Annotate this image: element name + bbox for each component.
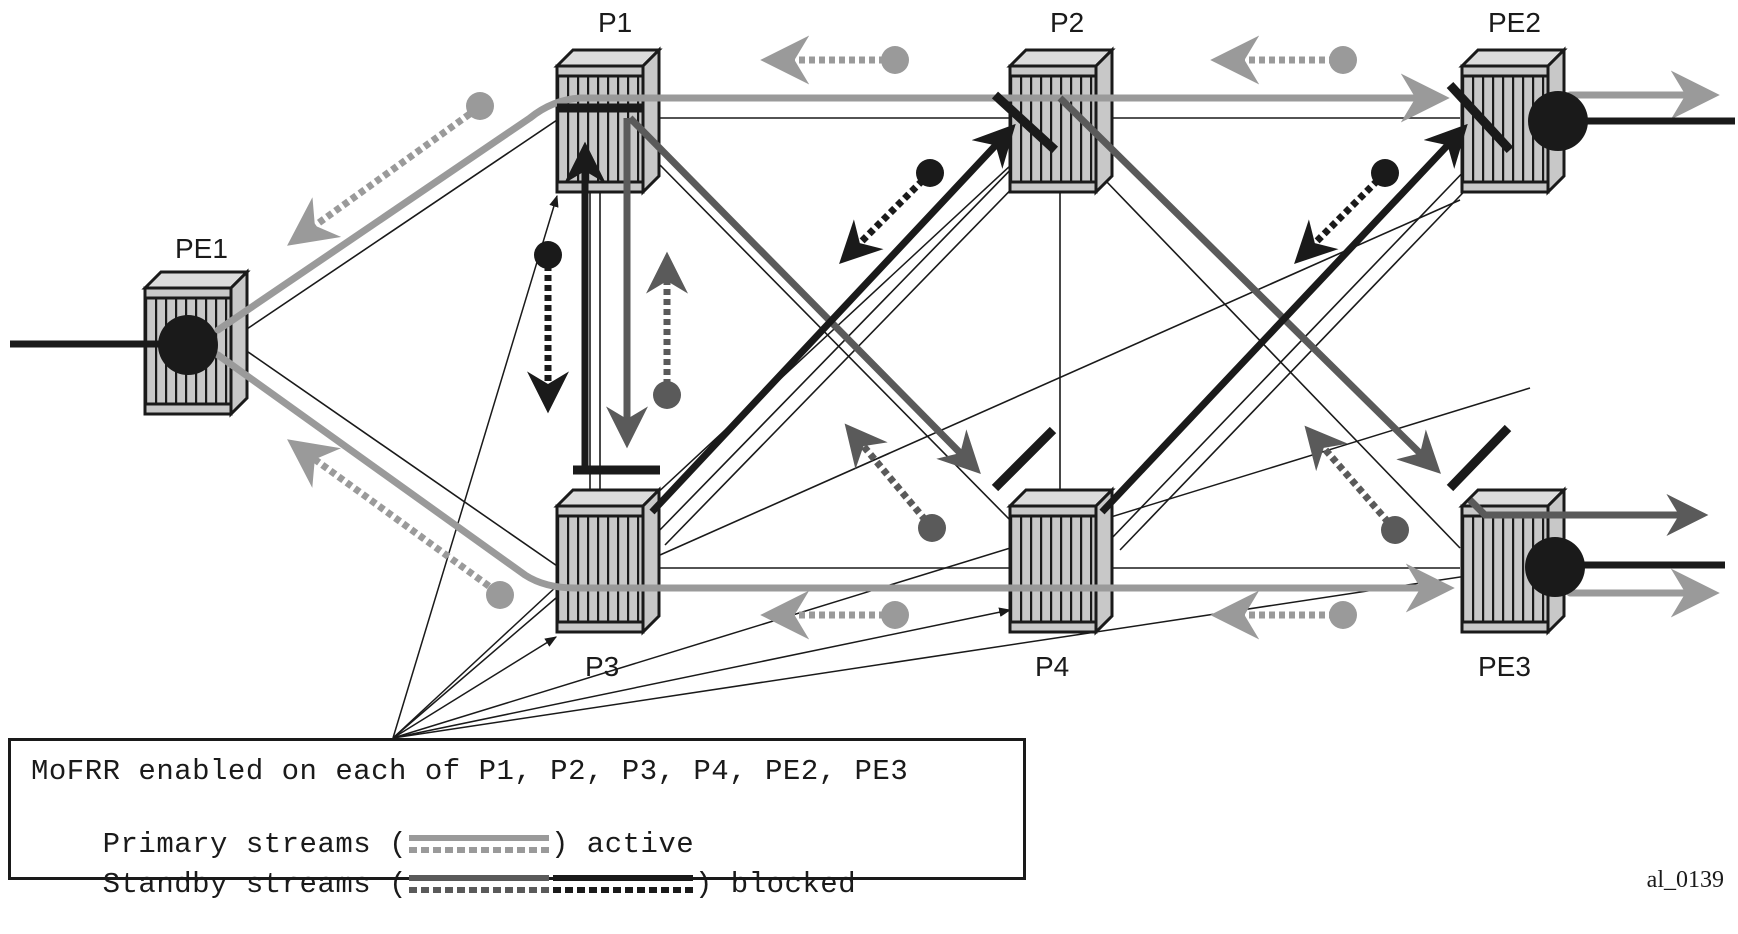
router-pe2[interactable] <box>1458 46 1568 196</box>
join-arrow-p2-p3 <box>839 170 933 264</box>
link-p2-p3-b <box>664 169 1031 546</box>
join-dot <box>1371 159 1399 187</box>
router-p1[interactable] <box>553 46 663 196</box>
ingress-egress-lines <box>10 117 1735 569</box>
mofrr-topology-diagram: PE1 P1 P2 PE2 P3 P4 PE3 <box>10 7 1735 739</box>
pointer-pe3 <box>392 564 1522 739</box>
figure-id: al_0139 <box>1646 867 1724 893</box>
legend-primary-prefix: Primary streams ( <box>102 828 407 861</box>
label-pe3: PE3 <box>1478 651 1531 682</box>
link-pe1-p3 <box>237 344 561 569</box>
block-bar-p4 <box>991 426 1057 492</box>
join-dot <box>1329 46 1357 74</box>
standby-black-swatch <box>552 873 693 895</box>
standby-p2-pe3 <box>1057 95 1441 474</box>
join-dot <box>486 581 514 609</box>
link-p2-pe3 <box>1104 179 1461 549</box>
replication-dot-pe1 <box>158 315 218 375</box>
pointer-p3-b <box>392 597 557 739</box>
block-bar-pe3 <box>1446 424 1512 492</box>
pointer-p3 <box>392 636 558 739</box>
standby-gray-streams <box>606 95 1709 536</box>
standby-egress-pe3 <box>1467 494 1709 536</box>
standby-p3-p2 <box>649 123 1016 515</box>
link-p4-pe2-b <box>1119 174 1481 551</box>
standby-gray-swatch <box>408 873 549 895</box>
legend-standby-prefix: Standby streams ( <box>102 868 407 901</box>
join-dot <box>881 46 909 74</box>
block-bar-pe2 <box>1446 81 1514 154</box>
router-p3[interactable] <box>553 486 663 636</box>
join-origin-dots <box>466 46 1409 629</box>
primary-stream-swatch <box>408 833 549 855</box>
join-arrows <box>287 35 1398 640</box>
pointer-p1 <box>392 194 559 739</box>
join-arrow-p1-pe1 <box>287 105 481 246</box>
primary-stream-top <box>214 73 1450 334</box>
replication-points <box>158 91 1588 597</box>
label-p1: P1 <box>598 7 632 38</box>
join-dot <box>534 241 562 269</box>
standby-p1-p4 <box>627 115 981 474</box>
link-p1-p4 <box>659 164 1011 521</box>
label-p2: P2 <box>1050 7 1084 38</box>
legend-primary-suffix: ) active <box>550 828 695 861</box>
legend-mofrr-note: MoFRR enabled on each of P1, P2, P3, P4,… <box>31 755 909 788</box>
block-bar-p2 <box>991 91 1059 154</box>
join-arrow-pe3-p2 <box>1304 425 1398 533</box>
join-dot <box>1381 516 1409 544</box>
join-arrow-p4-p1 <box>844 423 935 531</box>
legend-box: MoFRR enabled on each of P1, P2, P3, P4,… <box>8 738 1026 901</box>
legend-standby-suffix: ) blocked <box>694 868 857 901</box>
label-pe1: PE1 <box>175 233 228 264</box>
legend-primary-row: Primary streams ( ) active <box>31 795 694 894</box>
join-arrow-pe2-p4 <box>1294 170 1388 264</box>
standby-p4-pe2 <box>1099 123 1468 515</box>
label-pe2: PE2 <box>1488 7 1541 38</box>
link-pe1-p1 <box>237 117 561 336</box>
join-dot <box>466 92 494 120</box>
pointer-p4 <box>392 607 1012 739</box>
primary-streams <box>214 70 1720 618</box>
label-p3: P3 <box>585 651 619 682</box>
pointer-p2 <box>392 151 1026 739</box>
standby-black-streams <box>564 123 1468 515</box>
router-p4[interactable] <box>1006 486 1116 636</box>
link-p4-pe2-a <box>1109 164 1471 541</box>
join-dot <box>1329 601 1357 629</box>
join-dot <box>916 159 944 187</box>
link-p2-p3-a <box>654 159 1021 536</box>
primary-stream-bottom <box>214 351 1455 613</box>
join-dot <box>881 601 909 629</box>
legend-standby-row: Standby streams ( ) blocked <box>31 835 856 934</box>
replication-dot-pe2 <box>1528 91 1588 151</box>
router-p2[interactable] <box>1006 46 1116 196</box>
join-dot <box>918 514 946 542</box>
join-arrow-p3-pe1 <box>287 439 500 595</box>
label-p4: P4 <box>1035 651 1069 682</box>
replication-dot-pe3 <box>1525 537 1585 597</box>
block-bars <box>557 81 1514 492</box>
join-dot <box>653 381 681 409</box>
